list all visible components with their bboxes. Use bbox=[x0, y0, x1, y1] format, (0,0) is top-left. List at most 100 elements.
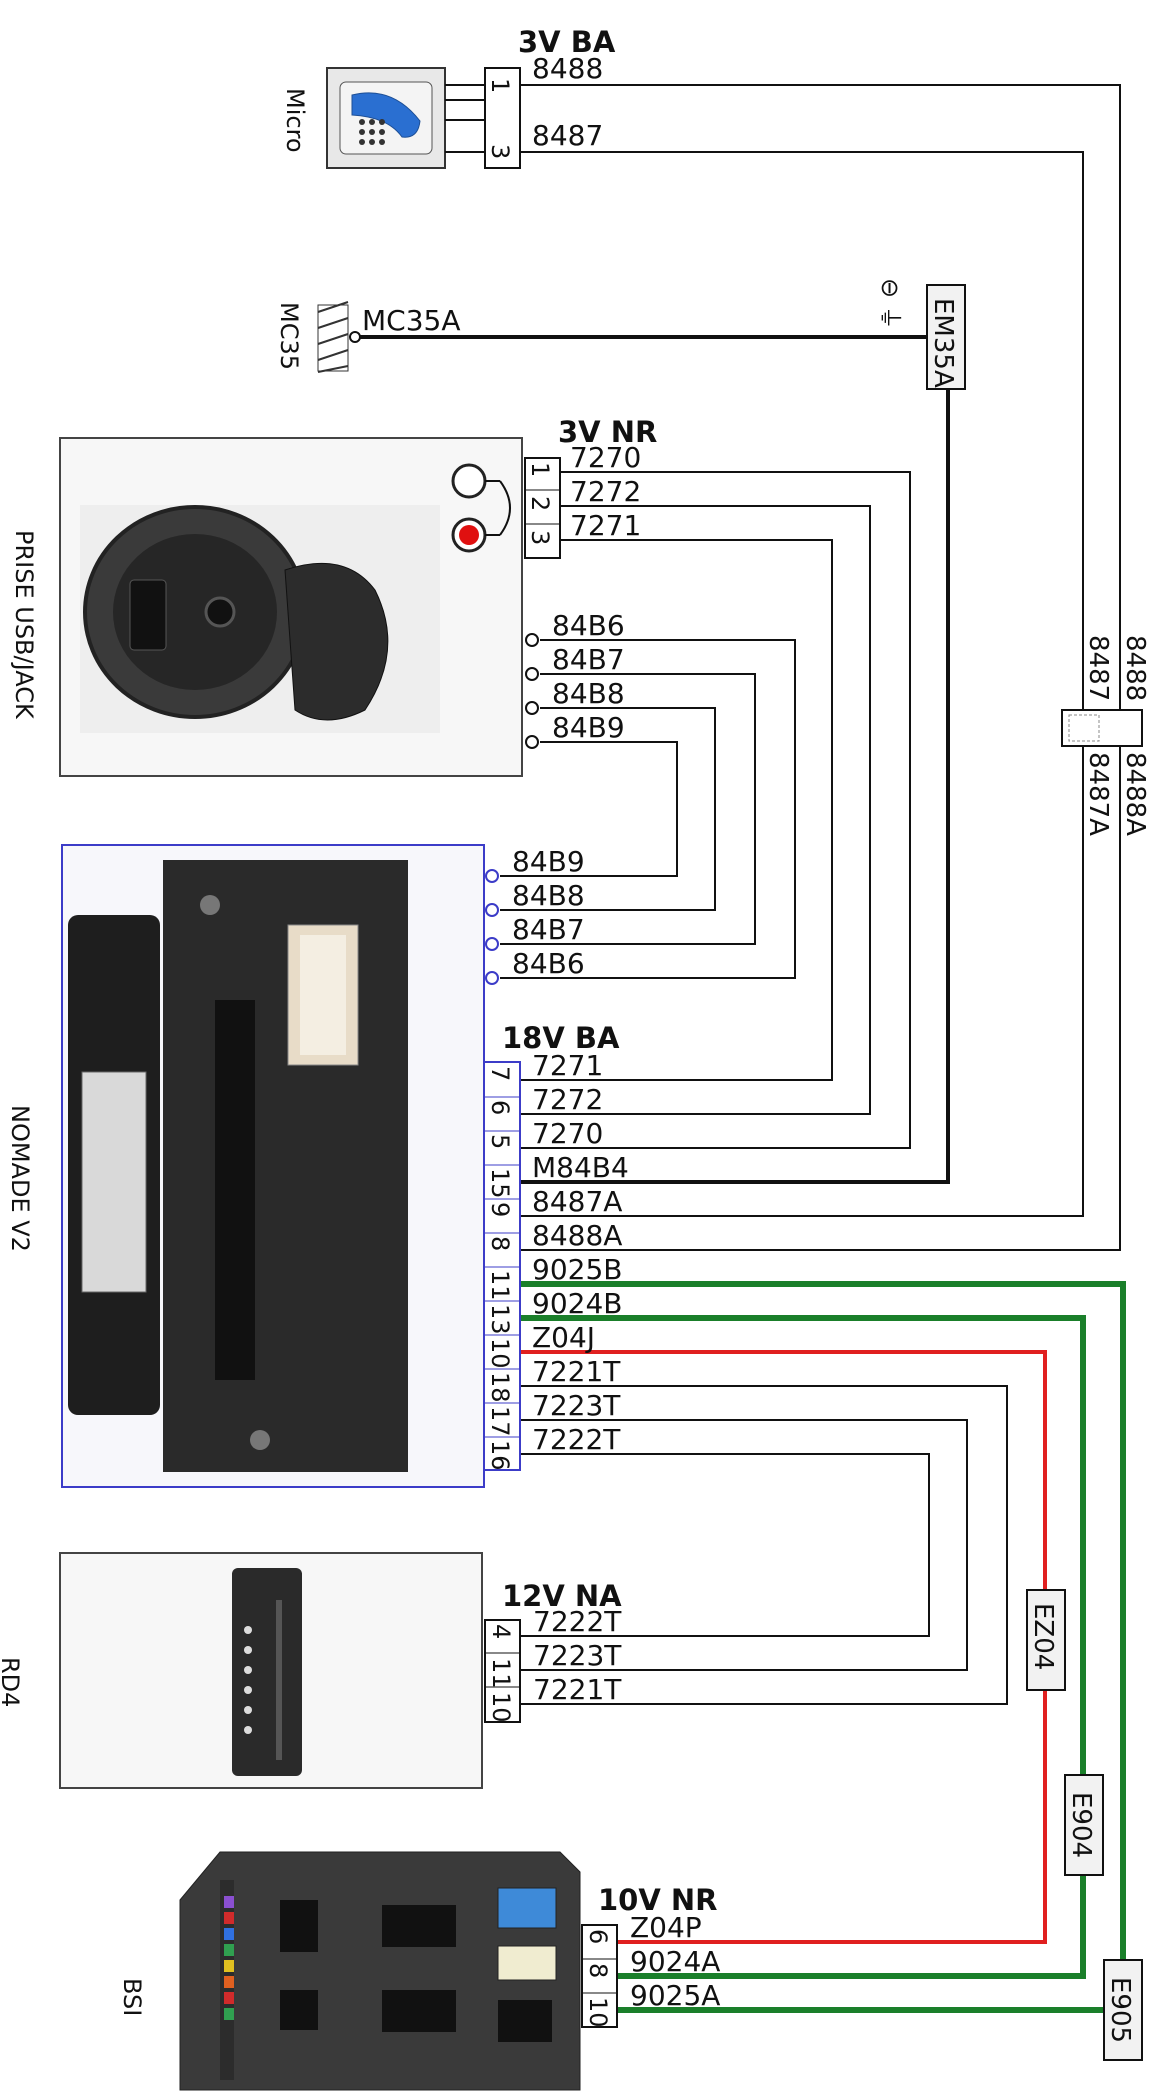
rd-pin-1: 11 bbox=[487, 1658, 515, 1689]
jack-cover-icon bbox=[284, 562, 389, 721]
inline-E904-box bbox=[1064, 1774, 1104, 1876]
nomade-wire-3: M84B4 bbox=[532, 1151, 629, 1184]
wire-8487 bbox=[520, 151, 1084, 710]
nomade-jack-wire-3: 84B6 bbox=[512, 947, 585, 980]
bsi-wire-2: 9025A bbox=[630, 1979, 720, 2012]
connector-prise: 3V NR bbox=[558, 415, 657, 449]
wire-7272 bbox=[520, 505, 871, 1115]
handset-icon bbox=[351, 92, 421, 138]
splice-EM35A-label: EM35A bbox=[928, 298, 958, 388]
rd-wire-1: 7223T bbox=[533, 1639, 622, 1672]
splice-8487: 8487 bbox=[1083, 635, 1113, 701]
nomade-photo-board bbox=[163, 860, 408, 1472]
micro-pin-0: 1 bbox=[486, 78, 514, 93]
nomade-pin-0: 7 bbox=[486, 1066, 514, 1081]
wire-7223T bbox=[520, 1419, 968, 1671]
keypad-icon bbox=[359, 119, 385, 145]
connector-micro: 3V BA bbox=[518, 25, 616, 59]
wire-labels: 138488848712372707272727184B684B784B884B… bbox=[486, 52, 720, 2028]
nomade-wire-0: 7271 bbox=[532, 1049, 603, 1082]
nomade-jack-wire-1: 84B8 bbox=[512, 879, 585, 912]
wire-7221T bbox=[520, 1385, 1008, 1705]
wire-84B9 bbox=[500, 741, 678, 877]
wire-84B6 bbox=[500, 639, 796, 979]
prise-pin-0: 1 bbox=[526, 462, 554, 477]
rd-connector-block bbox=[484, 1619, 521, 1723]
nomade-pin-7: 13 bbox=[486, 1304, 514, 1335]
nomade-pin-8: 10 bbox=[486, 1338, 514, 1369]
mc35-label: MC35 bbox=[275, 302, 303, 370]
nomade-pin-3: 15 bbox=[486, 1168, 514, 1199]
bsi-pin-2: 10 bbox=[584, 1997, 612, 2028]
rd-wire-0: 7222T bbox=[533, 1605, 622, 1638]
bsi-wire-0: Z04P bbox=[630, 1911, 702, 1944]
inline-connectors: EZ04 E904 E905 bbox=[1026, 1589, 1143, 2061]
nomade-pin-11: 16 bbox=[486, 1440, 514, 1471]
micro-connector-block bbox=[484, 67, 521, 169]
nomade-pin-1: 6 bbox=[486, 1100, 514, 1115]
wire-7222T bbox=[520, 1453, 930, 1637]
splice-8488A: 8488A bbox=[1120, 752, 1150, 836]
rd-label: RD4 bbox=[0, 1657, 24, 1707]
ground-mc35: MC35 MC35A EM35A ⊖ ⏚ bbox=[275, 278, 966, 390]
prise-pin-1: 2 bbox=[526, 496, 554, 511]
nomade-jack-wire-2: 84B7 bbox=[512, 913, 585, 946]
wires bbox=[360, 84, 1140, 2013]
splice-8488-8487: 8488 8487 8488A 8487A bbox=[1061, 635, 1150, 836]
rd-button-icons bbox=[244, 1626, 252, 1734]
bsi-fuse-icons bbox=[224, 1896, 234, 2020]
inline-E904: E904 bbox=[1066, 1792, 1096, 1858]
ground-terminal-icon bbox=[349, 331, 361, 343]
splice-8488: 8488 bbox=[1120, 635, 1150, 701]
inline-E905: E905 bbox=[1105, 1977, 1135, 2043]
wire-8487A bbox=[520, 745, 1084, 1217]
connector-nomade: 18V BA bbox=[502, 1021, 620, 1055]
nomade-pin-5: 8 bbox=[486, 1236, 514, 1251]
ground-symbol-icon: ⊖ ⏚ bbox=[876, 278, 904, 330]
nomade-wire-4: 8487A bbox=[532, 1185, 622, 1218]
bsi-component: BSI bbox=[118, 1851, 618, 2091]
wire-9024B bbox=[520, 1315, 1086, 1979]
rd-component: RD4 bbox=[0, 1552, 521, 1789]
prise-jack-wire-1: 84B7 bbox=[552, 643, 625, 676]
wire-7270 bbox=[520, 471, 911, 1149]
prise-label: PRISE USB/JACK bbox=[10, 530, 38, 720]
connector-rd: 12V NA bbox=[502, 1579, 622, 1613]
inline-E905-box bbox=[1103, 1959, 1143, 2061]
bsi-connector-block bbox=[581, 1924, 618, 2028]
nomade-v2-component: NOMADE V2 bbox=[6, 844, 521, 1488]
nomade-label: NOMADE V2 bbox=[6, 1105, 34, 1252]
micro-wire-0: 8488 bbox=[532, 52, 603, 85]
nomade-pin-9: 18 bbox=[486, 1372, 514, 1403]
micro-label: Micro bbox=[281, 88, 309, 153]
prise-jack-wire-3: 84B9 bbox=[552, 711, 625, 744]
nomade-wire-11: 7222T bbox=[532, 1423, 621, 1456]
wire-label-MC35A: MC35A bbox=[362, 304, 461, 337]
nomade-wire-1: 7272 bbox=[532, 1083, 603, 1116]
rd-pin-2: 10 bbox=[487, 1692, 515, 1723]
nomade-wire-2: 7270 bbox=[532, 1117, 603, 1150]
rd-wire-2: 7221T bbox=[533, 1673, 622, 1706]
splice-8487A: 8487A bbox=[1083, 752, 1113, 836]
prise-wire-1: 7272 bbox=[570, 475, 641, 508]
nomade-jack-wire-0: 84B9 bbox=[512, 845, 585, 878]
micro-pin-1: 3 bbox=[486, 144, 514, 159]
nomade-pin-10: 17 bbox=[486, 1406, 514, 1437]
nomade-pin-4: 9 bbox=[486, 1202, 514, 1217]
wire-7271 bbox=[520, 539, 833, 1081]
led-white-icon bbox=[451, 463, 487, 499]
prise-jack-wire-2: 84B8 bbox=[552, 677, 625, 710]
nomade-wire-8: Z04J bbox=[532, 1321, 595, 1354]
prise-jack-wire-0: 84B6 bbox=[552, 609, 625, 642]
nomade-wire-6: 9025B bbox=[532, 1253, 622, 1286]
bsi-pin-0: 6 bbox=[584, 1929, 612, 1944]
nomade-sticker bbox=[81, 1071, 147, 1293]
splice-EM35A-box bbox=[926, 284, 966, 390]
prise-wire-2: 7271 bbox=[570, 509, 641, 542]
nomade-connector-block bbox=[483, 1061, 521, 1471]
micro-component: Micro bbox=[281, 67, 521, 169]
inline-EZ04: EZ04 bbox=[1028, 1603, 1058, 1670]
prise-connector-block bbox=[524, 457, 561, 559]
nomade-wire-7: 9024B bbox=[532, 1287, 622, 1320]
